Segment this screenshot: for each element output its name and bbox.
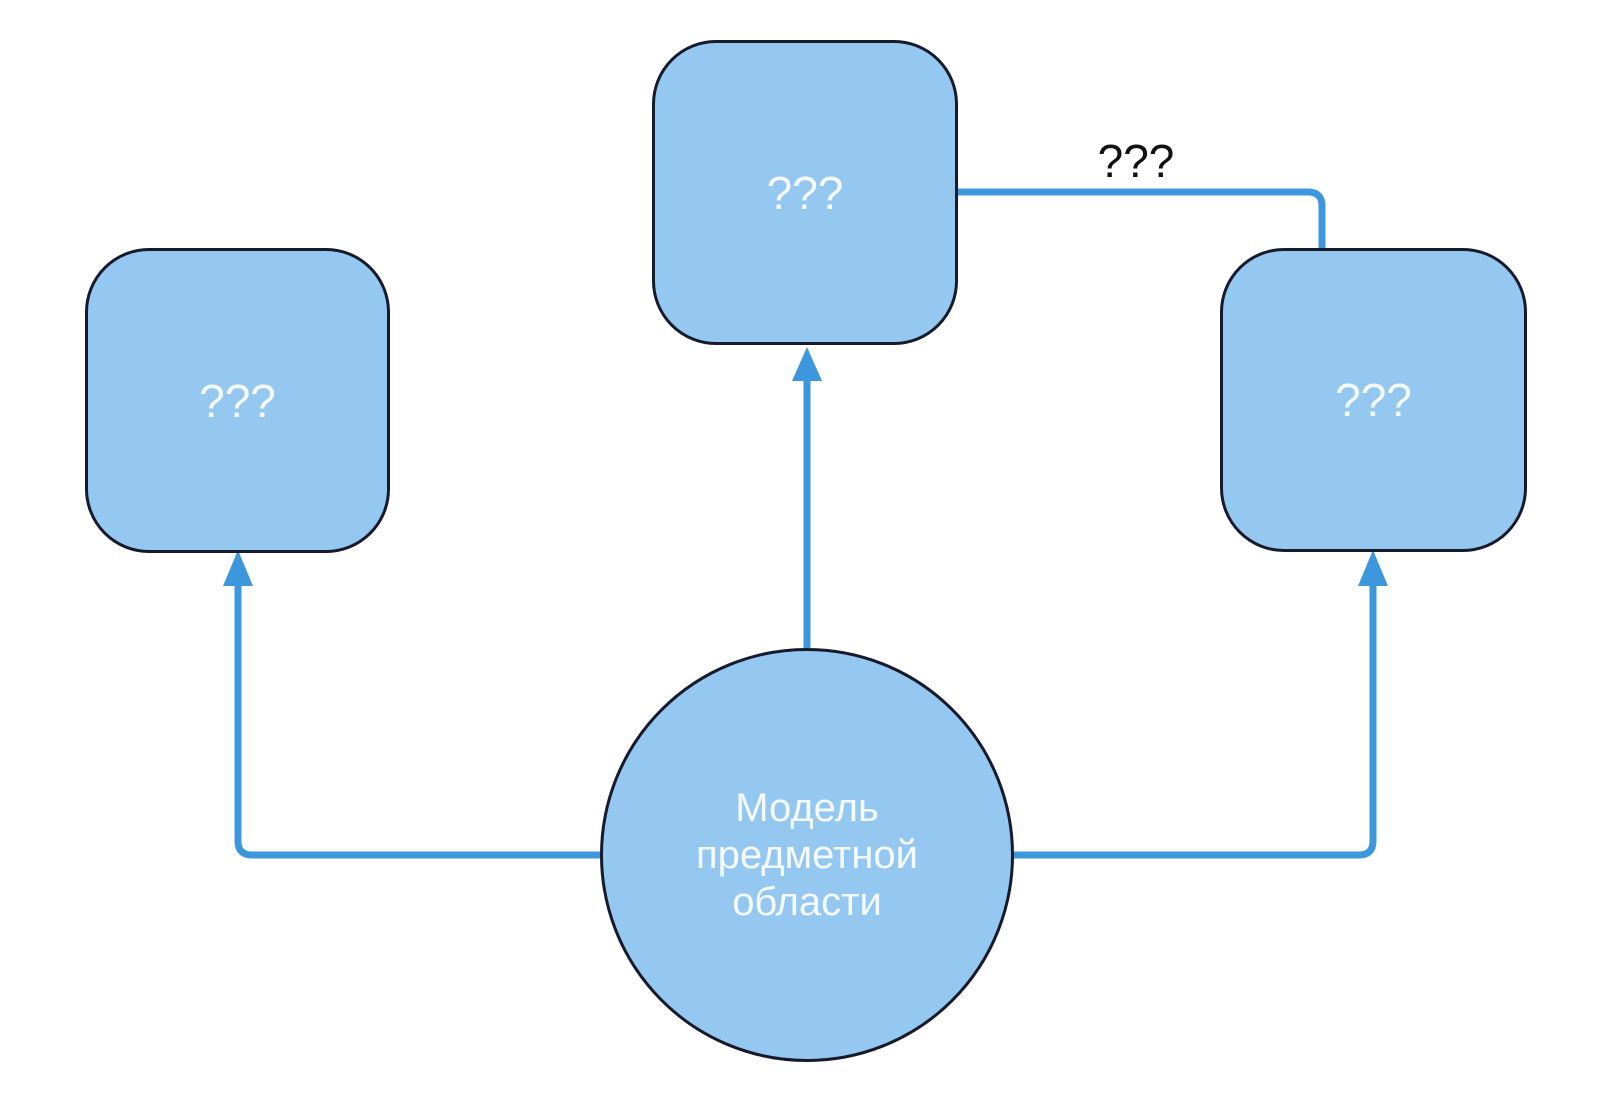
arrowhead-right-box [1358, 550, 1388, 586]
node-top-box-label: ??? [766, 166, 844, 219]
node-right-box-label: ??? [1335, 374, 1412, 426]
node-domain-model-label-line3: области [732, 879, 882, 924]
node-domain-model-circle: Модель предметной области [600, 648, 1014, 1062]
arrowhead-top-box [792, 347, 822, 381]
connector-circle-to-right-box [1014, 584, 1377, 859]
node-domain-model-label: Модель предметной области [696, 785, 918, 926]
node-left-box-label: ??? [199, 374, 276, 427]
edge-label-top-to-right: ??? [1097, 135, 1175, 187]
node-left-box: ??? [85, 248, 390, 553]
connector-circle-to-left-box [234, 584, 600, 859]
node-right-box: ??? [1220, 248, 1527, 552]
connector-top-box-to-right-box [958, 188, 1326, 250]
arrowhead-left-box [223, 550, 253, 586]
node-top-box: ??? [652, 40, 958, 345]
node-domain-model-label-line2: предметной [695, 832, 919, 877]
node-domain-model-label-line1: Модель [735, 785, 879, 830]
